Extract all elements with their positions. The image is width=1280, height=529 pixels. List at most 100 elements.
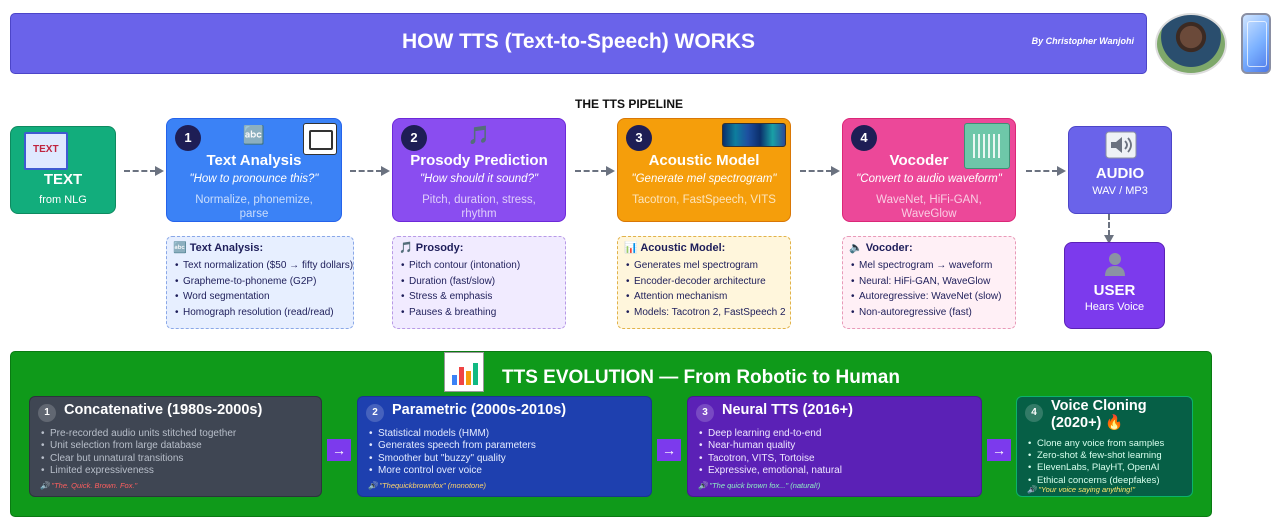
evolution-title: TTS EVOLUTION — From Robotic to Human — [502, 367, 900, 388]
detail-title: 🔈 Vocoder: — [849, 242, 913, 254]
page-title: HOW TTS (Text-to-Speech) WORKS — [401, 30, 756, 53]
detail-item: Text normalization ($50 → fifty dollars) — [173, 258, 353, 274]
era-concatenative: 1 Concatenative (1980s-2000s) Pre-record… — [29, 396, 322, 497]
audio-subtitle: WAV / MP3 — [1092, 185, 1148, 197]
bar-chart-icon — [444, 352, 484, 392]
era-item: Statistical models (HMM) — [368, 428, 536, 441]
detail-title: 🔤 Text Analysis: — [173, 242, 264, 254]
era-item: Expressive, emotional, natural — [698, 465, 842, 478]
era-item: Zero-shot & few-shot learning — [1027, 450, 1164, 462]
detail-item: Pauses & breathing — [399, 305, 559, 321]
era-number-badge: 4 — [1025, 404, 1043, 422]
phone-icon — [1241, 13, 1271, 74]
era-item: Tacotron, VITS, Tortoise — [698, 453, 842, 466]
audio-output-box: AUDIO WAV / MP3 — [1068, 126, 1172, 214]
stage-number-badge: 4 — [851, 125, 877, 151]
detail-item: Pitch contour (intonation) — [399, 258, 559, 274]
detail-acoustic-model: 📊 Acoustic Model: Generates mel spectrog… — [617, 236, 791, 329]
era-title: Voice Cloning (2020+) 🔥 — [1051, 398, 1147, 431]
detail-item: Attention mechanism — [624, 289, 784, 305]
music-note-icon: 🎵 — [467, 125, 491, 145]
analysis-diagram-icon — [303, 123, 337, 155]
stage-question: "Convert to audio waveform" — [856, 173, 1002, 185]
speaker-icon — [1105, 131, 1137, 159]
detail-item: Models: Tacotron 2, FastSpeech 2 — [624, 305, 786, 321]
detail-item: Generates mel spectrogram — [624, 258, 784, 274]
user-subtitle: Hears Voice — [1084, 301, 1145, 313]
flow-arrow-down — [1104, 214, 1114, 244]
era-parametric: 2 Parametric (2000s-2010s) Statistical m… — [357, 396, 652, 497]
era-number-badge: 3 — [696, 404, 714, 422]
stage-question: "Generate mel spectrogram" — [631, 173, 777, 185]
era-voice-cloning: 4 Voice Cloning (2020+) 🔥 Clone any voic… — [1016, 396, 1193, 497]
era-title: Parametric (2000s-2010s) — [392, 402, 567, 418]
stage-subtitle: Pitch, duration, stress, rhythm — [422, 194, 536, 220]
stage-text-analysis: 1 🔤 Text Analysis "How to pronounce this… — [166, 118, 342, 222]
user-icon — [1105, 253, 1125, 276]
text-box-subtitle: from NLG — [39, 194, 87, 206]
detail-vocoder: 🔈 Vocoder: Mel spectrogram → waveform Ne… — [842, 236, 1016, 329]
stage-number-badge: 1 — [175, 125, 201, 151]
stage-number-badge: 3 — [626, 125, 652, 151]
stage-number-badge: 2 — [401, 125, 427, 151]
author-avatar — [1155, 13, 1227, 75]
era-sample: 🔊 "Thequickbrownfox" (monotone) — [368, 481, 487, 490]
detail-item: Homograph resolution (read/read) — [173, 305, 347, 321]
author-credit: By Christopher Wanjohi — [1031, 36, 1134, 46]
detail-item: Encoder-decoder architecture — [624, 274, 784, 290]
text-input-box: TEXT TEXT from NLG — [10, 126, 116, 214]
era-sample: 🔊 "Your voice saying anything!" — [1027, 485, 1136, 494]
detail-item: Stress & emphasis — [399, 289, 559, 305]
era-item: Near-human quality — [698, 440, 842, 453]
era-item: Deep learning end-to-end — [698, 428, 842, 441]
stage-subtitle: Tacotron, FastSpeech, VITS — [632, 194, 776, 206]
detail-item: Neural: HiFi-GAN, WaveGlow — [849, 274, 1009, 290]
stage-prosody-prediction: 2 🎵 Prosody Prediction "How should it so… — [392, 118, 566, 222]
era-item: Generates speech from parameters — [368, 440, 536, 453]
evolution-arrow: → — [657, 439, 681, 461]
flow-arrow — [800, 166, 840, 176]
text-box-title: TEXT — [43, 171, 83, 188]
era-title: Neural TTS (2016+) — [722, 402, 853, 418]
stage-subtitle: WaveNet, HiFi-GAN, WaveGlow — [876, 194, 982, 220]
era-item: Unit selection from large database — [40, 440, 236, 453]
detail-item: Word segmentation — [173, 289, 347, 305]
audio-title: AUDIO — [1095, 165, 1145, 182]
era-item: Limited expressiveness — [40, 465, 236, 478]
stage-title: Acoustic Model — [648, 152, 760, 169]
detail-item: Grapheme-to-phoneme (G2P) — [173, 274, 347, 290]
era-item: ElevenLabs, PlayHT, OpenAI — [1027, 462, 1164, 474]
flow-arrow — [124, 166, 164, 176]
era-sample: 🔊 "The. Quick. Brown. Fox." — [40, 481, 138, 490]
detail-item: Non-autoregressive (fast) — [849, 305, 1009, 321]
era-title: Concatenative (1980s-2000s) — [64, 402, 263, 418]
stage-title: Text Analysis — [206, 152, 302, 169]
detail-item: Autoregressive: WaveNet (slow) — [849, 289, 1009, 305]
flow-arrow — [350, 166, 390, 176]
detail-item: Duration (fast/slow) — [399, 274, 559, 290]
text-icon-label: TEXT — [33, 144, 59, 155]
era-item: Clone any voice from samples — [1027, 438, 1164, 450]
era-item: More control over voice — [368, 465, 536, 478]
detail-text-analysis: 🔤 Text Analysis: Text normalization ($50… — [166, 236, 354, 329]
detail-item: Mel spectrogram → waveform — [849, 258, 1009, 274]
user-box: USER Hears Voice — [1064, 242, 1165, 329]
era-number-badge: 1 — [38, 404, 56, 422]
abc-icon: 🔤 — [242, 125, 266, 145]
flow-arrow — [575, 166, 615, 176]
stage-vocoder: 4 Vocoder "Convert to audio waveform" Wa… — [842, 118, 1016, 222]
era-item: Clear but unnatural transitions — [40, 453, 236, 466]
spectrogram-icon — [722, 123, 786, 147]
waveform-icon — [964, 123, 1010, 169]
stage-subtitle: Normalize, phonemize, parse — [195, 194, 313, 220]
flow-arrow — [1026, 166, 1066, 176]
detail-prosody: 🎵 Prosody: Pitch contour (intonation) Du… — [392, 236, 566, 329]
stage-acoustic-model: 3 Acoustic Model "Generate mel spectrogr… — [617, 118, 791, 222]
evolution-arrow: → — [327, 439, 351, 461]
detail-title: 📊 Acoustic Model: — [624, 242, 726, 254]
detail-title: 🎵 Prosody: — [399, 242, 464, 254]
era-neural-tts: 3 Neural TTS (2016+) Deep learning end-t… — [687, 396, 982, 497]
header-banner: HOW TTS (Text-to-Speech) WORKS By Christ… — [10, 13, 1147, 74]
stage-title: Vocoder — [889, 152, 949, 169]
